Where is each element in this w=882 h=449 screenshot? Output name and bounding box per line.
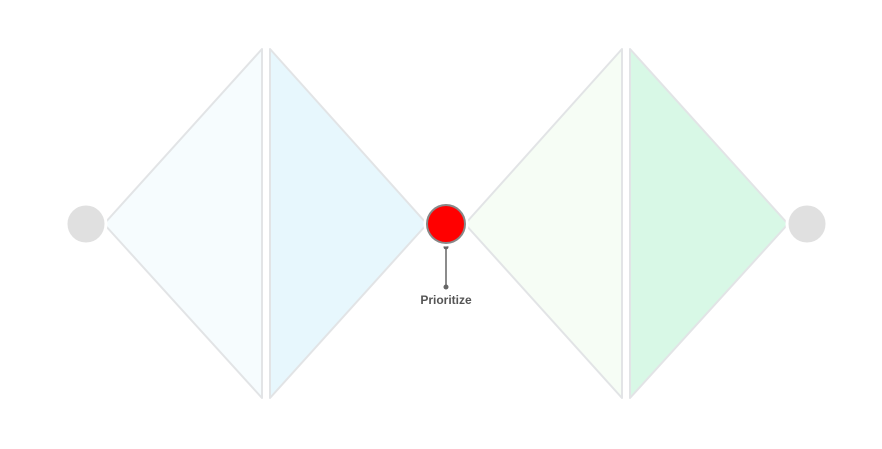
define-half-triangle[interactable] [269,48,428,399]
discover-half-triangle[interactable] [103,48,263,399]
deliver-half-triangle[interactable] [629,48,789,399]
connector-dot-bottom [443,284,449,290]
active-node-label: Prioritize [420,293,472,307]
end-node[interactable] [785,202,829,246]
midpoint-node[interactable] [426,204,466,244]
start-node[interactable] [64,202,108,246]
develop-half-triangle[interactable] [464,48,623,399]
